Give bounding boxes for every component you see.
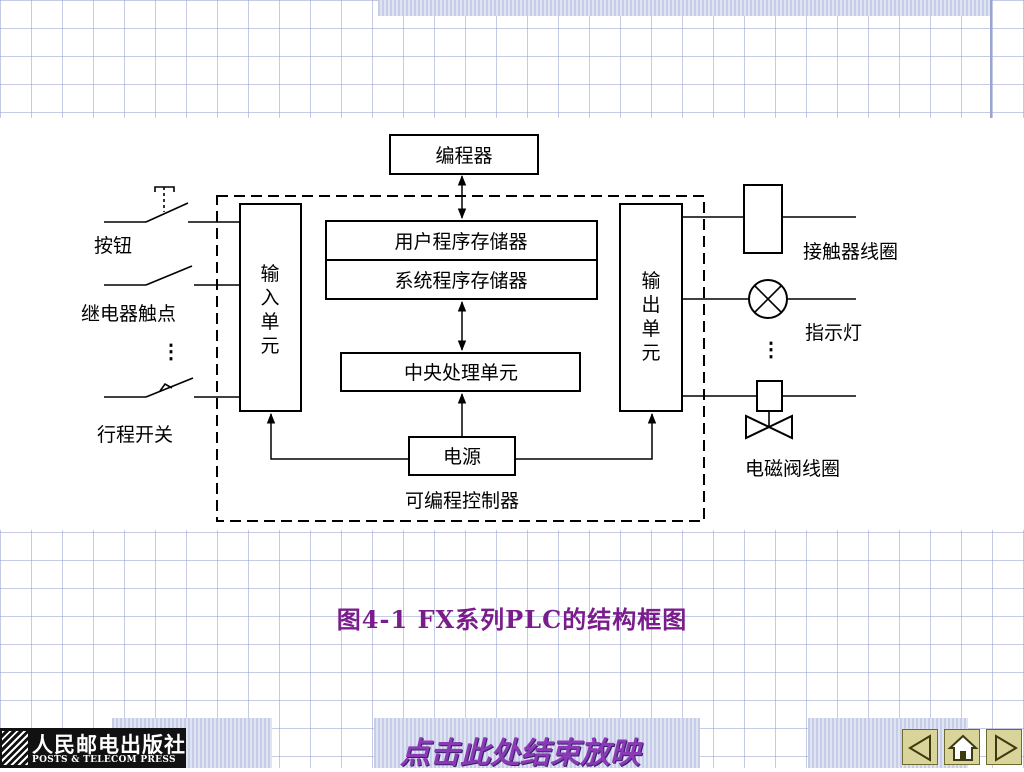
- push-button-label: 按钮: [94, 235, 132, 257]
- solenoid-valve-symbol: [682, 380, 856, 440]
- output-unit-char-2: 出: [641, 294, 660, 316]
- relay-contact-label: 继电器触点: [81, 303, 176, 325]
- programmer-label: 编程器: [435, 145, 492, 167]
- system-memory-box: [325, 259, 598, 300]
- prev-arrow-icon: [908, 734, 931, 762]
- programmer-box: [389, 134, 539, 175]
- home-button[interactable]: [944, 729, 980, 765]
- next-slide-button[interactable]: [986, 729, 1022, 765]
- limit-switch-symbol: [104, 377, 240, 398]
- next-arrow-icon: [995, 734, 1018, 762]
- footer-band-right: [808, 718, 968, 768]
- power-output-link: [515, 412, 657, 460]
- publisher-logo: 人民邮电出版社 POSTS & TELECOM PRESS: [0, 728, 186, 768]
- user-memory-label: 用户程序存储器: [394, 231, 527, 253]
- right-decor-rule: [990, 0, 992, 118]
- relay-contact-symbol: [104, 265, 240, 286]
- system-memory-label: 系统程序存储器: [394, 270, 527, 292]
- power-input-link: [266, 412, 409, 460]
- output-unit-char-4: 元: [641, 342, 660, 364]
- input-unit-char-3: 单: [260, 311, 279, 333]
- contactor-coil-symbol: [682, 184, 856, 254]
- input-unit-char-1: 输: [260, 263, 279, 285]
- limit-switch-label: 行程开关: [97, 424, 173, 446]
- input-unit-char-2: 入: [260, 287, 279, 309]
- prev-slide-button[interactable]: [902, 729, 938, 765]
- publisher-emblem-icon: [2, 731, 28, 765]
- power-box: [408, 436, 516, 476]
- input-unit-box: [239, 203, 302, 412]
- solenoid-valve-label: 电磁阀线圈: [745, 458, 840, 480]
- output-unit-box: [619, 203, 683, 412]
- input-unit-char-4: 元: [260, 335, 279, 357]
- output-unit-char-1: 输: [641, 270, 660, 292]
- power-label: 电源: [443, 446, 481, 468]
- top-decor-band: [378, 0, 990, 16]
- input-ellipsis: ⋮: [161, 339, 181, 363]
- contactor-coil-label: 接触器线圈: [803, 241, 898, 263]
- push-button-symbol: [104, 186, 240, 223]
- cpu-box: [340, 352, 581, 392]
- indicator-lamp-symbol: [682, 279, 856, 319]
- cpu-label: 中央处理单元: [404, 362, 518, 384]
- figure-caption: 图4-1 FX系列PLC的结构框图: [336, 605, 688, 634]
- end-show-link[interactable]: 点击此处结束放映: [400, 736, 640, 771]
- plc-label: 可编程控制器: [405, 490, 519, 512]
- output-unit-char-3: 单: [641, 318, 660, 340]
- home-icon: [947, 734, 979, 761]
- footer-band-center: [374, 718, 700, 768]
- publisher-name-en: POSTS & TELECOM PRESS: [32, 755, 176, 765]
- indicator-lamp-label: 指示灯: [805, 322, 862, 344]
- publisher-name-cn: 人民邮电出版社: [32, 732, 186, 757]
- output-ellipsis: ⋮: [761, 337, 781, 361]
